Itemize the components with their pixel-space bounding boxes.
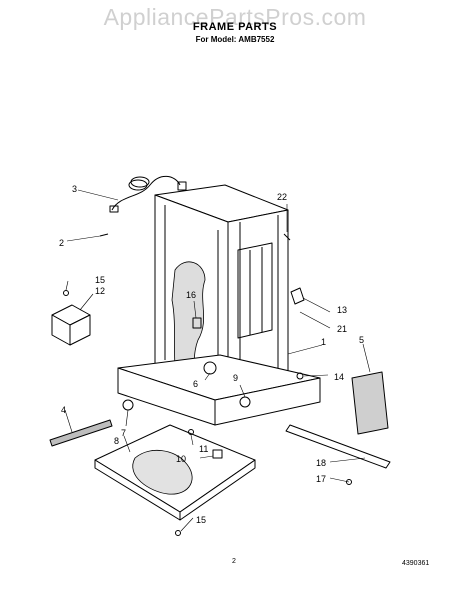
screw-part xyxy=(188,429,194,435)
gasket-strip xyxy=(49,419,113,447)
leader-13 xyxy=(302,297,331,313)
callout-18: 18 xyxy=(316,458,326,468)
leader-2 xyxy=(66,235,101,242)
leader-16 xyxy=(193,300,197,319)
callout-5: 5 xyxy=(359,335,364,345)
callout-15: 15 xyxy=(95,275,105,285)
leader-11 xyxy=(190,434,194,446)
cover-box xyxy=(51,304,91,346)
screw-part xyxy=(283,233,291,241)
bottom-pan xyxy=(94,424,256,521)
screw-part xyxy=(175,530,181,536)
leader-3 xyxy=(77,189,119,201)
callout-21: 21 xyxy=(337,324,347,334)
screw-part xyxy=(296,372,304,380)
callout-7: 7 xyxy=(121,428,126,438)
leader-17 xyxy=(329,477,350,483)
screw-part xyxy=(346,479,352,485)
bracket-part xyxy=(290,287,305,305)
callout-14: 14 xyxy=(334,372,344,382)
side-panel xyxy=(351,371,389,435)
callout-22: 22 xyxy=(277,192,287,202)
leader-10 xyxy=(199,455,214,459)
diagram-title: FRAME PARTS xyxy=(192,21,278,33)
callout-2: 2 xyxy=(59,238,64,248)
leader-1 xyxy=(287,344,323,355)
base-frame xyxy=(117,354,321,426)
callout-10: 10 xyxy=(176,454,186,464)
leader-8 xyxy=(123,435,131,453)
leader-12 xyxy=(79,293,94,311)
switch-part xyxy=(192,317,202,329)
leader-14 xyxy=(303,374,329,377)
leader-21 xyxy=(299,311,331,329)
screw-part xyxy=(99,233,109,237)
screw-part xyxy=(63,290,69,296)
callout-17: 17 xyxy=(316,474,326,484)
rail-bracket xyxy=(285,424,391,469)
power-cord xyxy=(109,175,187,213)
watermark: AppliancePartsPros.com xyxy=(103,4,367,30)
leader-6 xyxy=(204,372,211,381)
leader-18 xyxy=(329,457,366,463)
callout-15b: 15 xyxy=(196,515,206,525)
document-number: 4390361 xyxy=(402,560,430,567)
callout-11: 11 xyxy=(199,444,208,454)
callout-3: 3 xyxy=(72,184,77,194)
leader-7 xyxy=(125,409,129,427)
model-subtitle: For Model: AMB7552 xyxy=(195,35,275,44)
leveling-foot xyxy=(212,449,223,459)
callout-9: 9 xyxy=(233,373,238,383)
leader-15b xyxy=(180,517,194,532)
callout-13: 13 xyxy=(337,305,347,315)
leader-5 xyxy=(362,343,371,373)
callout-8: 8 xyxy=(114,436,119,446)
callout-1: 1 xyxy=(321,337,326,347)
callout-6: 6 xyxy=(193,379,198,389)
leader-15 xyxy=(65,280,69,291)
motor-part xyxy=(203,361,217,375)
page-number: 2 xyxy=(232,558,236,565)
caster-wheel xyxy=(122,399,134,411)
leader-4 xyxy=(64,409,73,433)
callout-4: 4 xyxy=(61,405,66,415)
callout-12: 12 xyxy=(95,286,105,296)
callout-16: 16 xyxy=(186,290,196,300)
cabinet-frame xyxy=(154,184,289,401)
leader-9 xyxy=(239,384,246,398)
